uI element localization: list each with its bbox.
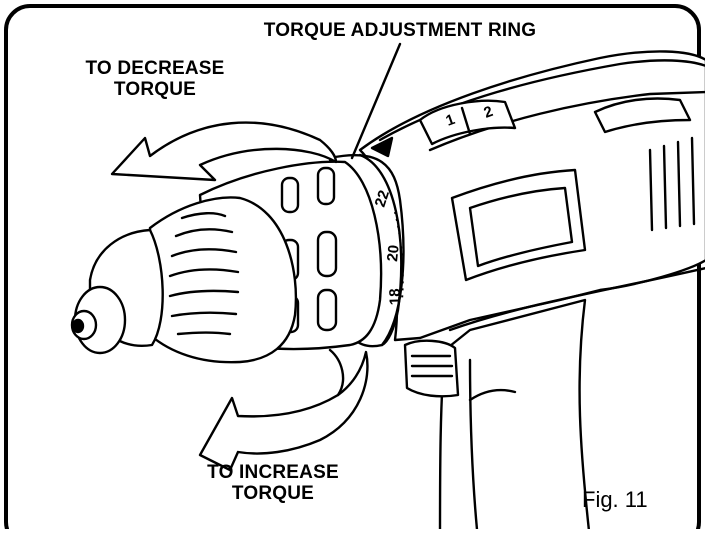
drill-handle xyxy=(438,298,591,534)
housing-label-recess xyxy=(450,168,587,282)
decrease-label-line1: TO DECREASE xyxy=(85,58,225,79)
sleeve-ribs xyxy=(168,212,240,336)
decrease-torque-arrow xyxy=(110,121,338,182)
housing-lower-seam xyxy=(448,266,705,332)
dial-number-20: 20 xyxy=(384,244,403,262)
ring-pointer-arrow xyxy=(370,136,394,158)
increase-label-line1: TO INCREASE xyxy=(207,462,339,483)
top-tab xyxy=(593,97,692,134)
trigger xyxy=(403,339,460,398)
increase-label-line2: TORQUE xyxy=(231,483,315,505)
increase-torque-label: TO INCREASE TORQUE xyxy=(168,462,378,505)
dial-number-22: 22 xyxy=(372,188,393,209)
chuck-sleeve xyxy=(148,196,298,364)
vent-slots xyxy=(648,136,696,232)
increase-arrow-band xyxy=(328,348,345,397)
figure-caption: Fig. 11 xyxy=(582,487,648,512)
dial-number-18: 18 xyxy=(386,288,404,305)
decrease-label-line2: TORQUE xyxy=(113,79,197,101)
switch-divider xyxy=(460,106,472,136)
increase-torque-arrow xyxy=(198,350,369,472)
torque-ring-inner-edge xyxy=(358,153,403,347)
handle-grip-line xyxy=(468,358,479,534)
decrease-torque-label: TO DECREASE TORQUE xyxy=(55,58,255,101)
housing-label-inner xyxy=(468,186,574,268)
housing-seam xyxy=(428,90,705,152)
figure-frame xyxy=(4,4,701,534)
chuck-bore xyxy=(71,318,85,334)
trigger-ribs xyxy=(410,354,454,378)
dial-tick-marks xyxy=(394,211,404,301)
handle-cord-line xyxy=(468,388,517,402)
torque-ring-label: TORQUE ADJUSTMENT RING xyxy=(263,20,537,41)
ring-leader-line xyxy=(350,42,402,160)
